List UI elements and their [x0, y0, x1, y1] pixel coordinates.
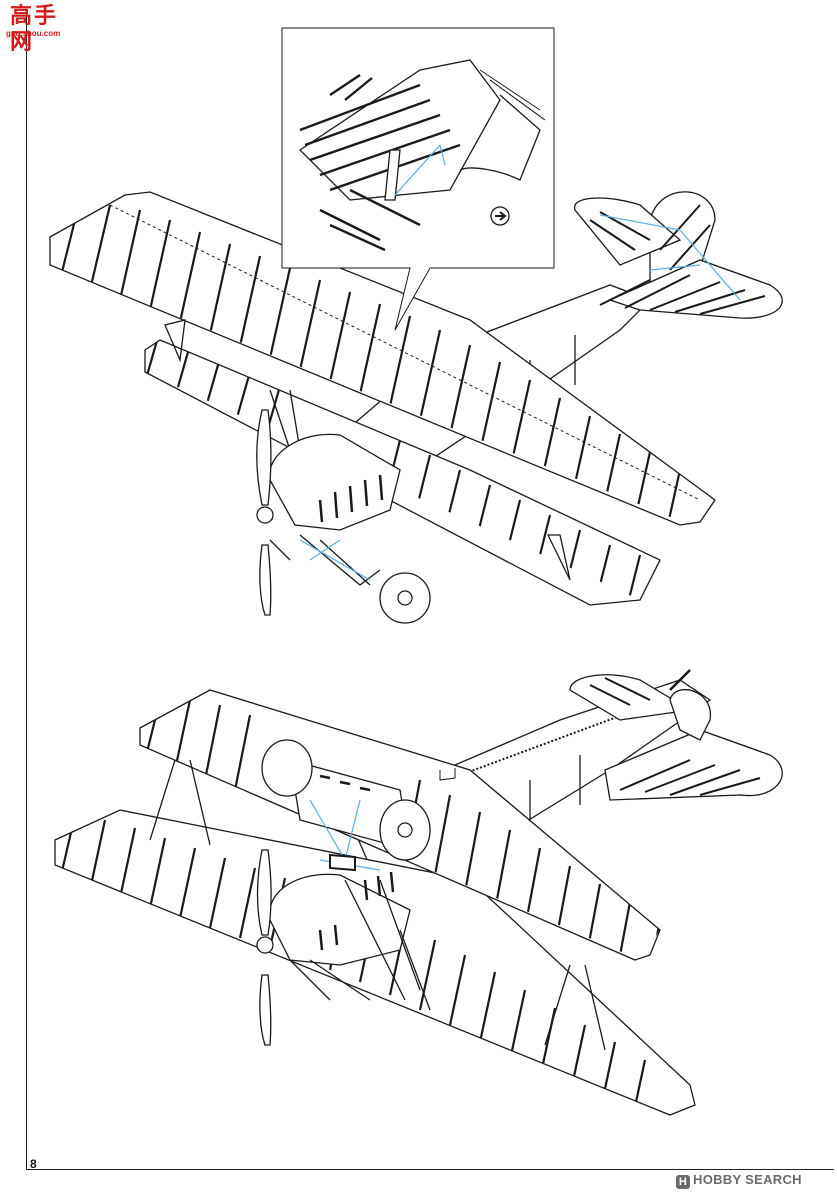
lower-gear-struts: [289, 959, 371, 1001]
watermark-badge: H: [676, 1175, 690, 1189]
upper-rigging-lines: [299, 214, 741, 581]
lower-cabane-strut: [344, 879, 431, 1011]
lower-propeller: [256, 849, 272, 1046]
site-logo: 高手网 gao.shou.com: [4, 4, 74, 55]
lower-stabilizer-left: [569, 674, 692, 721]
page-border: [26, 10, 834, 1170]
watermark-text: HOBBY SEARCH: [693, 1172, 802, 1187]
upper-propeller: [256, 409, 272, 616]
lower-strut-left: [149, 759, 211, 846]
logo-url: gao.shou.com: [6, 29, 61, 38]
lower-tail-fin: [669, 689, 711, 741]
upper-wheel: [379, 572, 431, 624]
upper-landing-gear-struts: [269, 534, 381, 586]
lower-strut-right: [544, 964, 606, 1051]
upper-interplane-strut-right: [546, 534, 571, 581]
upper-aircraft-drawing: [49, 191, 783, 624]
page-number: 8: [30, 1157, 37, 1171]
lower-wheel-left: [261, 739, 313, 797]
detail-inset: [281, 27, 555, 331]
upper-top-wing: [49, 191, 716, 526]
logo-text: 高手网: [10, 4, 59, 55]
lower-bottom-wing: [54, 809, 696, 1116]
upper-interplane-strut-left: [164, 319, 186, 363]
lower-wheel-right: [379, 799, 431, 861]
upper-tail-fin: [649, 191, 716, 301]
lower-aircraft-drawing: [54, 669, 783, 1116]
lower-stabilizer-right: [604, 729, 783, 801]
